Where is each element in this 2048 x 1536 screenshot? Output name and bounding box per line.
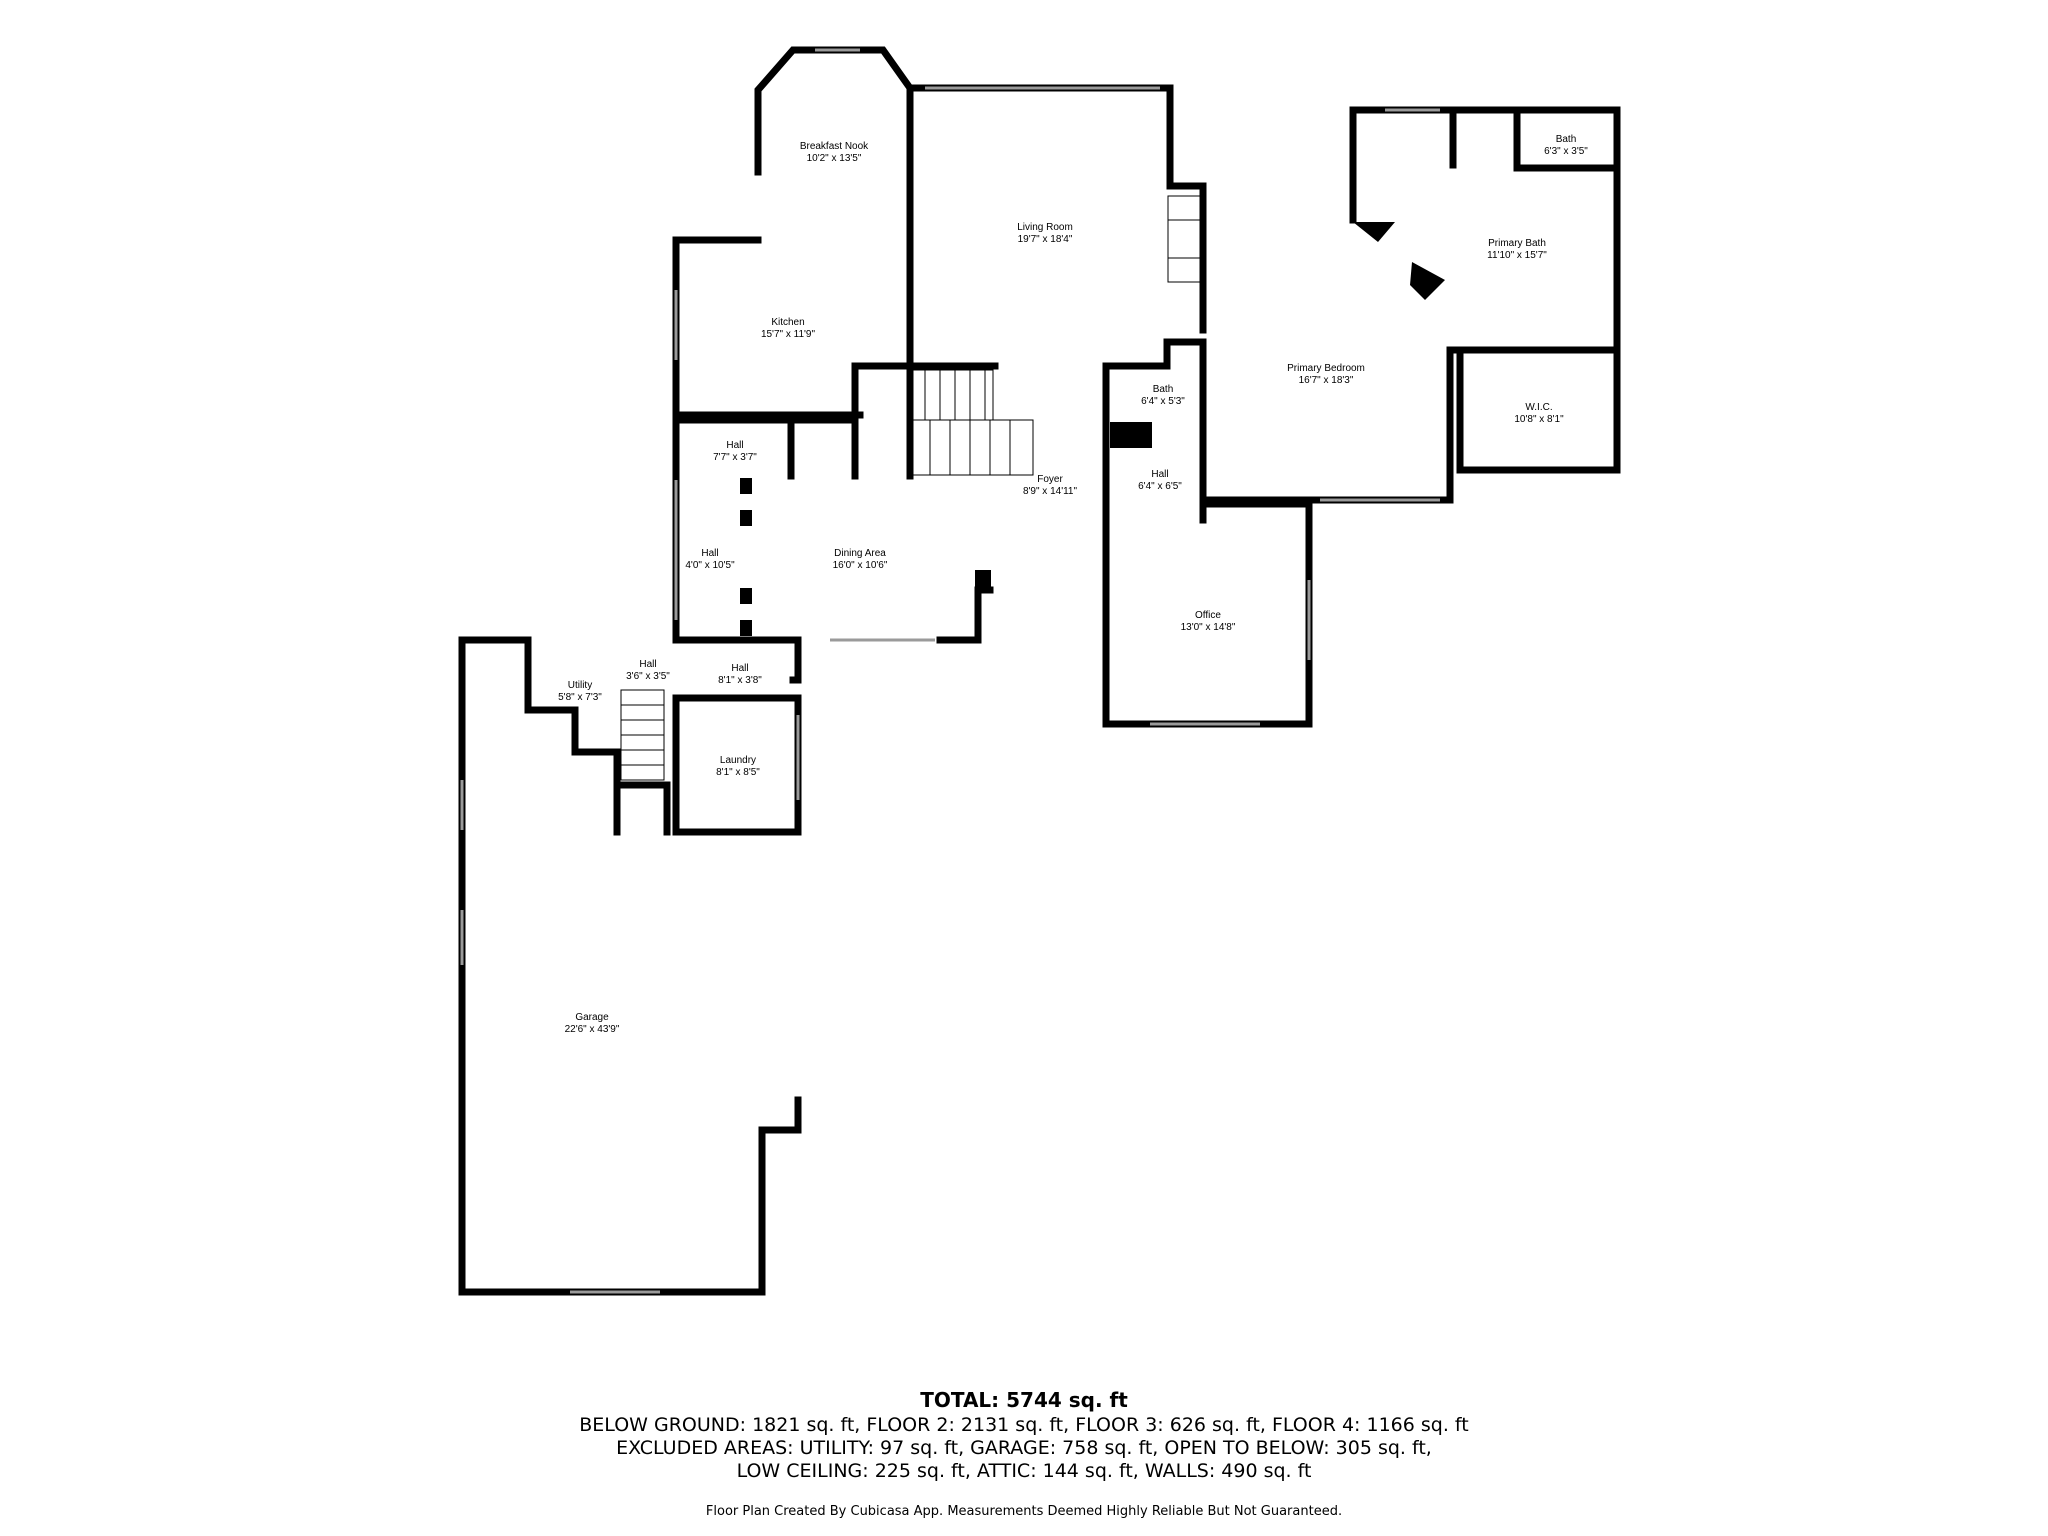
room-name-dining-area: Dining Area bbox=[834, 548, 886, 559]
total-area: TOTAL: 5744 sq. ft bbox=[920, 1388, 1128, 1412]
wall bbox=[1102, 500, 1313, 728]
room-dims-hall-small: 3'6" x 3'5" bbox=[626, 671, 670, 682]
room-name-wic: W.I.C. bbox=[1525, 402, 1552, 413]
room-name-laundry: Laundry bbox=[720, 755, 756, 766]
room-name-primary-bedroom: Primary Bedroom bbox=[1287, 363, 1365, 374]
room-dims-breakfast-nook: 10'2" x 13'5" bbox=[807, 153, 862, 164]
area-line-1: BELOW GROUND: 1821 sq. ft, FLOOR 2: 2131… bbox=[579, 1414, 1469, 1436]
room-dims-living-room: 19'7" x 18'4" bbox=[1018, 234, 1073, 245]
wall bbox=[1102, 338, 1207, 524]
wall bbox=[672, 236, 864, 419]
room-dims-hall-left: 4'0" x 10'5" bbox=[685, 560, 735, 571]
solid-blocks bbox=[740, 222, 1445, 636]
wall bbox=[524, 636, 621, 836]
room-dims-bath-center: 6'4" x 5'3" bbox=[1141, 396, 1185, 407]
room-name-kitchen: Kitchen bbox=[771, 317, 804, 328]
room-dims-dining-area: 16'0" x 10'6" bbox=[833, 560, 888, 571]
room-name-bath-small: Bath bbox=[1556, 134, 1577, 145]
room-name-hall-upper: Hall bbox=[726, 440, 743, 451]
room-dims-hall-upper: 7'7" x 3'7" bbox=[713, 452, 757, 463]
wall bbox=[936, 586, 994, 644]
room-name-breakfast-nook: Breakfast Nook bbox=[800, 141, 869, 152]
room-dims-garage: 22'6" x 43'9" bbox=[565, 1024, 620, 1035]
wall bbox=[906, 84, 1207, 334]
room-name-hall-left: Hall bbox=[701, 548, 718, 559]
walls bbox=[458, 46, 1621, 1296]
wall bbox=[672, 636, 802, 684]
room-dims-utility: 5'8" x 7'3" bbox=[558, 692, 602, 703]
area-line-2: EXCLUDED AREAS: UTILITY: 97 sq. ft, GARA… bbox=[616, 1437, 1432, 1459]
room-dims-bath-small: 6'3" x 3'5" bbox=[1544, 146, 1588, 157]
wall bbox=[458, 636, 802, 1296]
fireplace bbox=[1167, 195, 1201, 283]
room-dims-office: 13'0" x 14'8" bbox=[1181, 622, 1236, 633]
room-name-living-room: Living Room bbox=[1017, 222, 1073, 233]
room-dims-primary-bath: 11'10" x 15'7" bbox=[1487, 250, 1547, 261]
room-name-bath-center: Bath bbox=[1153, 384, 1174, 395]
room-name-garage: Garage bbox=[575, 1012, 609, 1023]
room-dims-laundry: 8'1" x 8'5" bbox=[716, 767, 760, 778]
wall bbox=[672, 694, 802, 836]
room-dims-hall-garage: 8'1" x 3'8" bbox=[718, 675, 762, 686]
room-dims-hall-center: 6'4" x 6'5" bbox=[1138, 481, 1182, 492]
room-labels: Breakfast Nook 10'2" x 13'5" Living Room… bbox=[558, 134, 1588, 1035]
wall bbox=[1513, 106, 1621, 172]
windows bbox=[460, 48, 1440, 1294]
room-name-hall-center: Hall bbox=[1151, 469, 1168, 480]
room-dims-kitchen: 15'7" x 11'9" bbox=[761, 329, 816, 340]
wall bbox=[754, 46, 915, 176]
room-dims-primary-bedroom: 16'7" x 18'3" bbox=[1299, 375, 1354, 386]
room-dims-foyer: 8'9" x 14'11" bbox=[1023, 486, 1078, 497]
stairs bbox=[620, 369, 1034, 781]
room-name-office: Office bbox=[1195, 610, 1221, 621]
wall bbox=[613, 781, 671, 836]
area-breakdown: BELOW GROUND: 1821 sq. ft, FLOOR 2: 2131… bbox=[0, 1414, 2048, 1483]
disclaimer: Floor Plan Created By Cubicasa App. Meas… bbox=[705, 1504, 1343, 1519]
wall bbox=[1199, 106, 1621, 504]
room-name-utility: Utility bbox=[568, 680, 592, 691]
room-name-primary-bath: Primary Bath bbox=[1488, 238, 1546, 249]
room-dims-wic: 10'8" x 8'1" bbox=[1514, 414, 1564, 425]
area-line-3: LOW CEILING: 225 sq. ft, ATTIC: 144 sq. … bbox=[736, 1460, 1312, 1482]
room-name-foyer: Foyer bbox=[1037, 474, 1063, 485]
room-name-hall-small: Hall bbox=[639, 659, 656, 670]
room-name-hall-garage: Hall bbox=[731, 663, 748, 674]
